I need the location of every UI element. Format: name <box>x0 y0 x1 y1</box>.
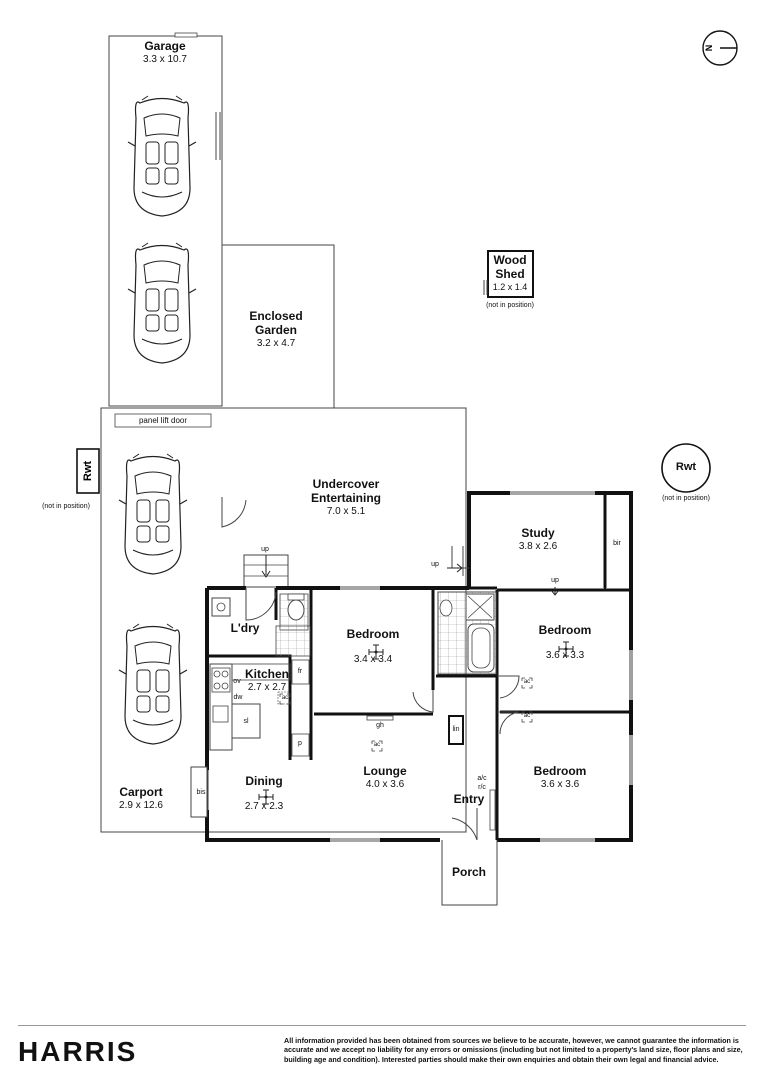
gh-label: gh <box>376 722 384 729</box>
up-label-steps: up <box>261 546 269 553</box>
brand-logo: HARRIS <box>18 1036 138 1067</box>
wood-shed-note: (not in position) <box>486 302 534 309</box>
porch <box>441 840 498 906</box>
linen-cupboard <box>448 715 464 745</box>
car-garage-1 <box>127 95 197 217</box>
rwt-right-note: (not in position) <box>662 495 710 502</box>
car-carport-2 <box>118 623 188 745</box>
rwt-left <box>76 448 100 494</box>
dining-label: Dining 2.7 x 2.3 <box>244 774 284 812</box>
lounge-label: Lounge 4.0 x 3.6 <box>363 764 407 790</box>
bis-label: bis <box>196 789 206 796</box>
rwt-left-note: (not in position) <box>42 503 90 510</box>
ac-label-lounge: ac <box>373 742 381 748</box>
steps <box>243 554 289 588</box>
laundry-label: L'dry <box>230 621 260 635</box>
bir-label: bir <box>613 540 621 547</box>
carport-label: Carport 2.9 x 12.6 <box>119 785 163 811</box>
carport <box>100 407 467 833</box>
rwt-right <box>661 443 711 493</box>
up-label-study: up <box>551 577 559 584</box>
kitchen-label: Kitchen 2.7 x 2.7 <box>244 667 290 693</box>
garage <box>108 32 223 407</box>
garage-label: Garage 3.3 x 10.7 <box>143 39 187 65</box>
bedroom-center-label: Bedroom 3.4 x 3.4 <box>346 627 400 665</box>
fr-label: fr <box>297 668 303 675</box>
ac-label-bed3: ac <box>523 713 531 719</box>
up-label-undercover: up <box>431 561 439 568</box>
wood-shed-label: Wood Shed 1.2 x 1.4 <box>492 253 528 292</box>
rwt-left-label: Rwt <box>82 461 94 482</box>
car-garage-2 <box>127 242 197 364</box>
ac-label-bed2: ac <box>523 679 531 685</box>
enclosed-garden-label: Enclosed Garden 3.2 x 4.7 <box>249 309 303 349</box>
dw-label: dw <box>233 694 243 701</box>
enclosed-garden <box>222 244 335 408</box>
wood-shed <box>483 250 534 298</box>
study-label: Study 3.8 x 2.6 <box>518 526 558 552</box>
ov-label: ov <box>233 678 241 685</box>
undercover-label: Undercover Entertaining 7.0 x 5.1 <box>310 477 381 517</box>
bedroom-right-top-label: Bedroom 3.6 x 3.3 <box>538 623 592 661</box>
entry-label: Entry <box>453 792 485 806</box>
bathroom-fixtures <box>437 591 497 675</box>
footer-divider <box>18 1025 746 1026</box>
ac-unit-label: a/c <box>477 775 487 782</box>
compass-letter: N <box>704 45 714 52</box>
lin-label: lin <box>452 726 460 733</box>
panel-lift-door-label: panel lift door <box>138 416 188 425</box>
rc-unit-label: r/c <box>478 784 486 791</box>
bedroom-right-bottom-label: Bedroom 3.6 x 3.6 <box>533 764 587 790</box>
internal-walls <box>207 493 631 840</box>
ac-markers <box>279 677 533 752</box>
porch-label: Porch <box>451 865 487 879</box>
disclaimer-text: All information provided has been obtain… <box>284 1036 743 1064</box>
bay-window <box>190 766 208 818</box>
laundry-fixtures <box>211 593 311 657</box>
sl-label: sl <box>243 718 249 725</box>
door-swing <box>221 497 247 528</box>
rwt-right-label: Rwt <box>675 461 697 473</box>
kitchen-fixtures <box>209 659 310 757</box>
p-label: p <box>298 740 302 747</box>
car-carport-1 <box>118 453 188 575</box>
ac-label-kitchen: ac <box>281 695 289 701</box>
